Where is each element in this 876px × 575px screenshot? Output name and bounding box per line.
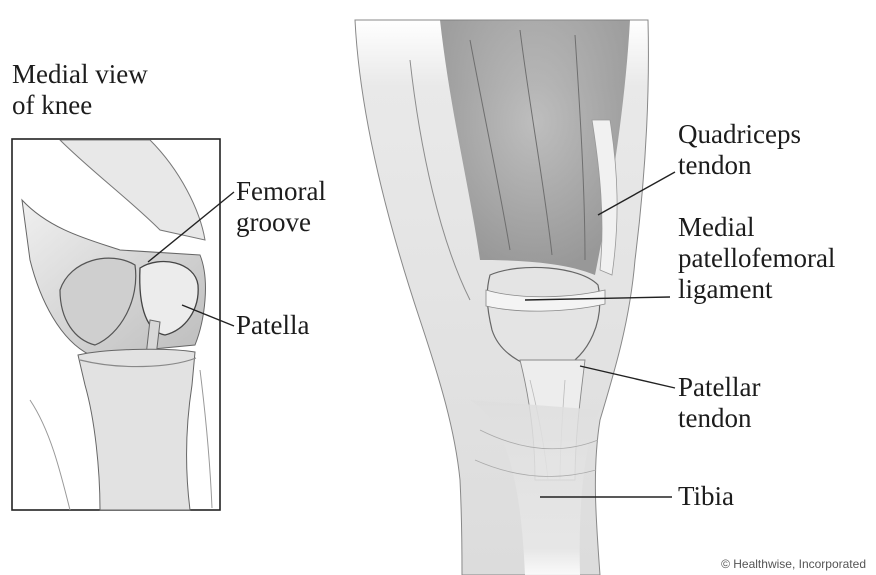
copyright-credit: © Healthwise, Incorporated [721,557,866,571]
femoral-groove-line2: groove [236,207,326,238]
patellar-line1: Patellar [678,372,760,403]
inset-medial-view [12,139,220,510]
inset-title-line2: of knee [12,90,148,121]
label-patellar-tendon: Patellar tendon [678,372,760,434]
inset-title-line1: Medial view [12,59,148,90]
inset-title: Medial view of knee [12,59,148,121]
mpfl-line3: ligament [678,274,835,305]
femoral-groove-line1: Femoral [236,176,326,207]
label-tibia: Tibia [678,481,734,512]
patella-text: Patella [236,310,309,341]
label-femoral-groove: Femoral groove [236,176,326,238]
label-patella: Patella [236,310,309,341]
label-medial-patellofemoral-ligament: Medial patellofemoral ligament [678,212,835,305]
quadriceps-line2: tendon [678,150,801,181]
label-quadriceps-tendon: Quadriceps tendon [678,119,801,181]
tibia-text: Tibia [678,481,734,512]
mpfl-line1: Medial [678,212,835,243]
main-knee-view [355,20,648,575]
quadriceps-line1: Quadriceps [678,119,801,150]
mpfl-line2: patellofemoral [678,243,835,274]
patellar-line2: tendon [678,403,760,434]
